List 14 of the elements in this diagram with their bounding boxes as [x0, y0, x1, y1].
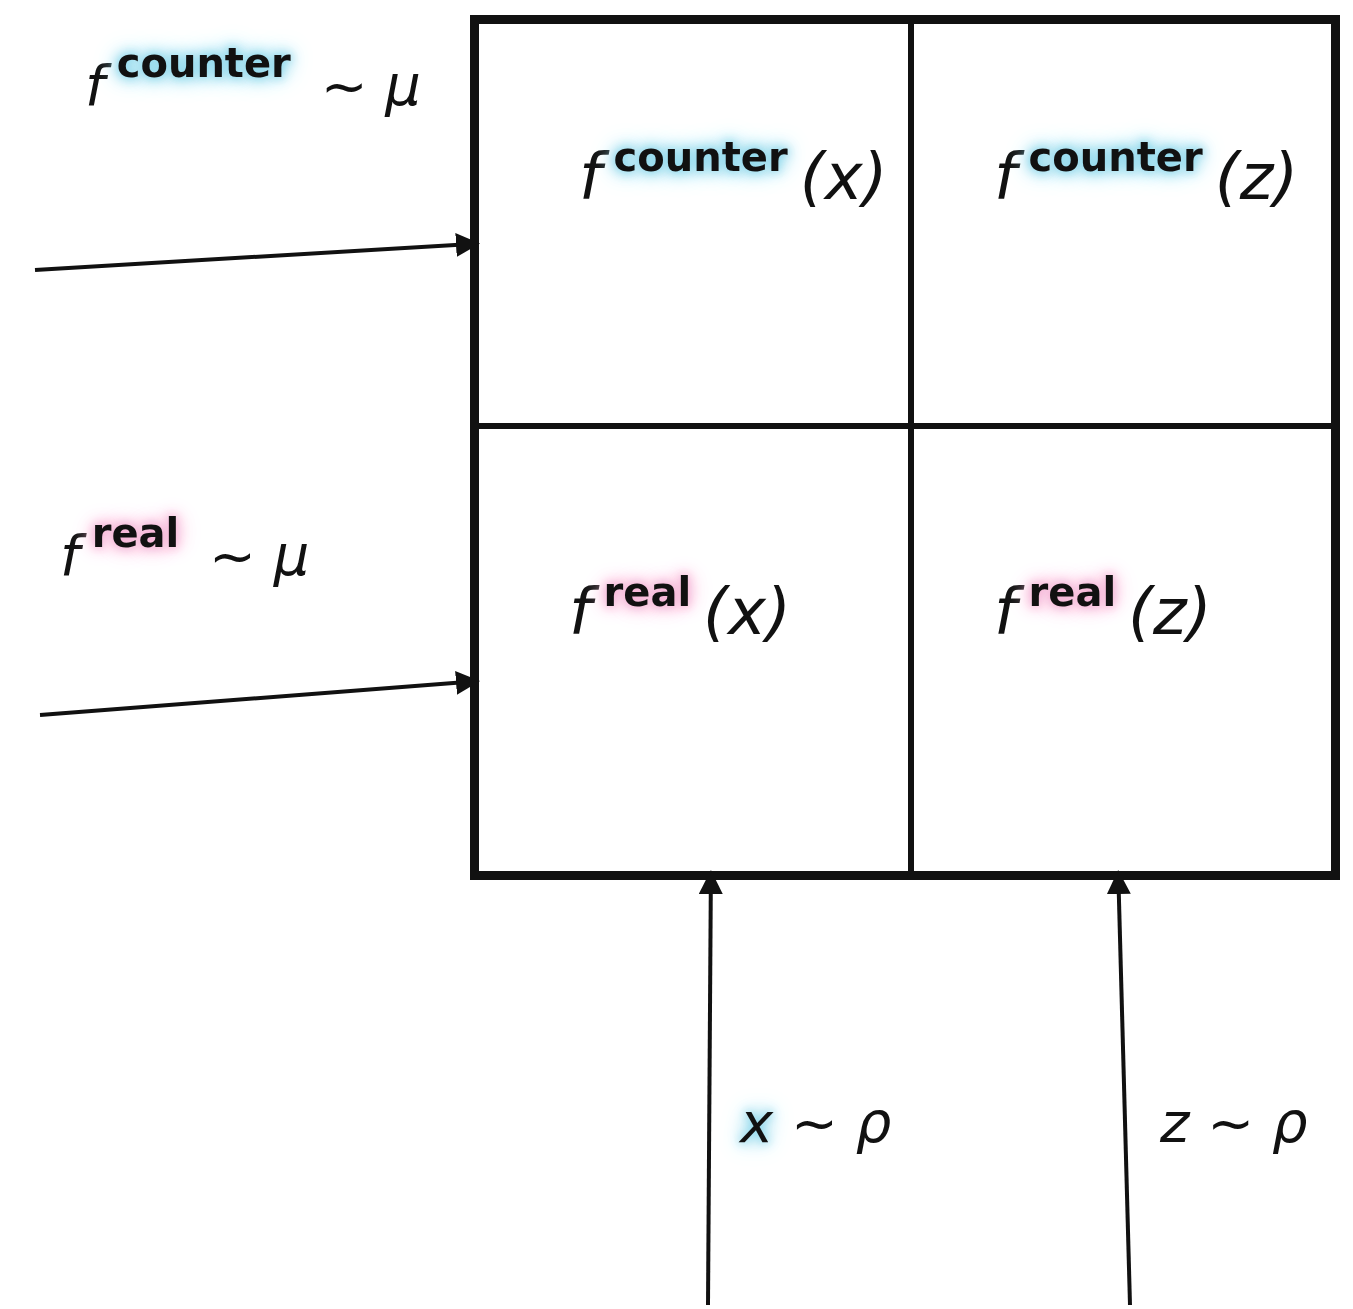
- arrow: [34, 232, 480, 272]
- formula: f$^{real}$(x): [569, 569, 791, 649]
- formula: f$^{real}$(z): [994, 569, 1212, 649]
- formula: f$^{counter}$(z): [994, 134, 1299, 214]
- edge-label: x ~ ρ: [740, 1090, 892, 1155]
- table-cell: [476, 21, 911, 426]
- table-cell: [911, 21, 1334, 426]
- edge-label: f$^{counter}$ ~ μ: [85, 40, 421, 118]
- table-cell: [476, 426, 911, 874]
- table-cell: [911, 426, 1334, 874]
- formula: f$^{counter}$(x): [579, 134, 888, 214]
- grid-frame: [470, 15, 1340, 880]
- edge-label: z ~ ρ: [1160, 1090, 1308, 1155]
- edge-label: f$^{real}$ ~ μ: [60, 510, 310, 588]
